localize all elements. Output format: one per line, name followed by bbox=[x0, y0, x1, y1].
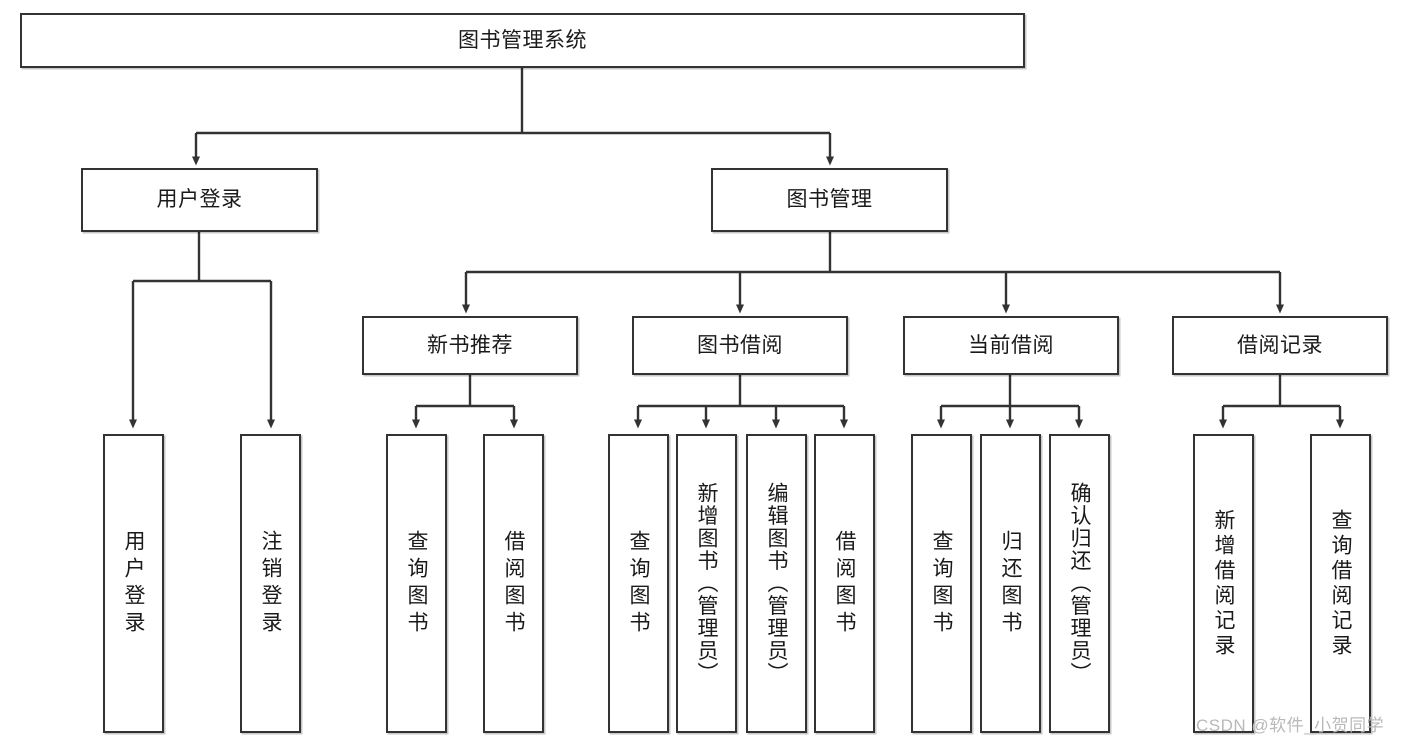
node-leaf-label: 用户登录 bbox=[122, 529, 145, 638]
node-book-borrow-label: 图书借阅 bbox=[697, 333, 783, 357]
node-root-book-management-system[interactable]: 图书管理系统 bbox=[20, 13, 1025, 68]
node-leaf-book-borrow-add[interactable]: 新增图书（管理员） bbox=[676, 434, 737, 733]
node-leaf-label: 查询借阅记录 bbox=[1329, 508, 1352, 659]
node-user-login[interactable]: 用户登录 bbox=[81, 168, 318, 232]
node-new-book-recommend[interactable]: 新书推荐 bbox=[362, 316, 578, 375]
node-leaf-label: 查询图书 bbox=[405, 529, 428, 638]
node-leaf-book-borrow-borrow[interactable]: 借阅图书 bbox=[814, 434, 875, 733]
node-current-borrow[interactable]: 当前借阅 bbox=[903, 316, 1119, 375]
node-leaf-book-borrow-query[interactable]: 查询图书 bbox=[608, 434, 669, 733]
node-leaf-label: 新增借阅记录 bbox=[1212, 508, 1235, 659]
node-leaf-new-book-query[interactable]: 查询图书 bbox=[386, 434, 447, 733]
node-leaf-label: 借阅图书 bbox=[502, 529, 525, 638]
node-leaf-borrow-record-add[interactable]: 新增借阅记录 bbox=[1193, 434, 1254, 733]
node-book-management-label: 图书管理 bbox=[786, 188, 873, 212]
node-leaf-user-login-login[interactable]: 用户登录 bbox=[103, 434, 164, 733]
node-leaf-current-borrow-confirm-return[interactable]: 确认归还（管理员） bbox=[1049, 434, 1110, 733]
node-leaf-current-borrow-return[interactable]: 归还图书 bbox=[980, 434, 1041, 733]
node-leaf-label: 借阅图书 bbox=[833, 529, 856, 638]
node-borrow-record-label: 借阅记录 bbox=[1237, 333, 1323, 357]
node-current-borrow-label: 当前借阅 bbox=[968, 333, 1054, 357]
node-leaf-label: 归还图书 bbox=[999, 529, 1022, 638]
node-leaf-user-login-logout[interactable]: 注销登录 bbox=[240, 434, 301, 733]
node-leaf-label: 确认归还（管理员） bbox=[1068, 482, 1091, 685]
node-leaf-label: 查询图书 bbox=[930, 529, 953, 638]
node-leaf-new-book-borrow[interactable]: 借阅图书 bbox=[483, 434, 544, 733]
node-borrow-record[interactable]: 借阅记录 bbox=[1172, 316, 1388, 375]
node-leaf-book-borrow-edit[interactable]: 编辑图书（管理员） bbox=[746, 434, 807, 733]
node-leaf-label: 查询图书 bbox=[627, 529, 650, 638]
node-book-management[interactable]: 图书管理 bbox=[711, 168, 948, 232]
node-new-book-recommend-label: 新书推荐 bbox=[427, 333, 513, 357]
node-user-login-label: 用户登录 bbox=[156, 188, 243, 212]
node-leaf-label: 编辑图书（管理员） bbox=[765, 482, 788, 685]
node-leaf-current-borrow-query[interactable]: 查询图书 bbox=[911, 434, 972, 733]
node-root-label: 图书管理系统 bbox=[458, 28, 587, 52]
node-leaf-label: 新增图书（管理员） bbox=[695, 482, 718, 685]
node-leaf-label: 注销登录 bbox=[259, 529, 282, 638]
node-leaf-borrow-record-query[interactable]: 查询借阅记录 bbox=[1310, 434, 1371, 733]
node-book-borrow[interactable]: 图书借阅 bbox=[632, 316, 848, 375]
